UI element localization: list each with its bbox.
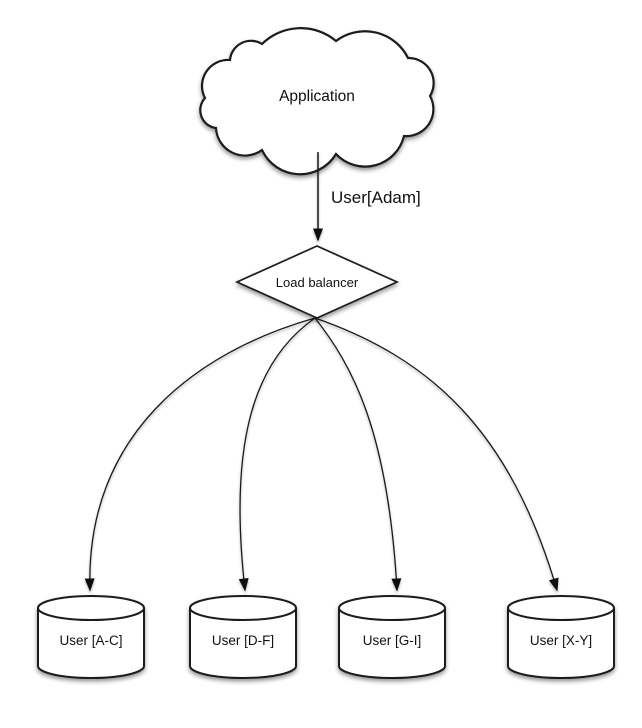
shard-d-f-label: User [D-F] bbox=[212, 633, 274, 648]
cylinder-top-icon bbox=[338, 595, 446, 621]
shard-a-c-label: User [A-C] bbox=[59, 633, 122, 648]
shard-x-y-label: User [X-Y] bbox=[530, 633, 592, 648]
cylinder-top-icon bbox=[507, 595, 615, 621]
application-cloud-node bbox=[199, 27, 435, 176]
db-cylinder-a-c bbox=[37, 595, 145, 679]
cylinder-top-icon bbox=[189, 595, 297, 621]
edge-lb-to-shard-g-i bbox=[314, 317, 402, 592]
edge-lb-to-shard-x-y bbox=[314, 317, 559, 592]
load-balancer-node bbox=[234, 245, 400, 319]
cylinder-top-icon bbox=[37, 595, 145, 621]
edge-app-to-lb-label: User[Adam] bbox=[331, 188, 421, 207]
cylinder-body-icon bbox=[37, 608, 145, 679]
diamond-shape-icon bbox=[234, 245, 400, 319]
application-label: Application bbox=[279, 88, 355, 105]
cylinder-body-icon bbox=[338, 608, 446, 679]
cloud-shape-icon bbox=[199, 27, 435, 176]
edge-lb-to-shard-d-f bbox=[238, 317, 316, 592]
db-cylinder-d-f bbox=[189, 595, 297, 679]
db-cylinder-x-y bbox=[507, 595, 615, 679]
load-balancer-label: Load balancer bbox=[276, 275, 359, 290]
connectors bbox=[84, 152, 559, 592]
edge-lb-to-shard-a-c bbox=[84, 317, 316, 592]
db-cylinder-g-i bbox=[338, 595, 446, 679]
cylinder-body-icon bbox=[507, 608, 615, 679]
cylinder-body-icon bbox=[189, 608, 297, 679]
shard-g-i-label: User [G-I] bbox=[363, 633, 422, 648]
